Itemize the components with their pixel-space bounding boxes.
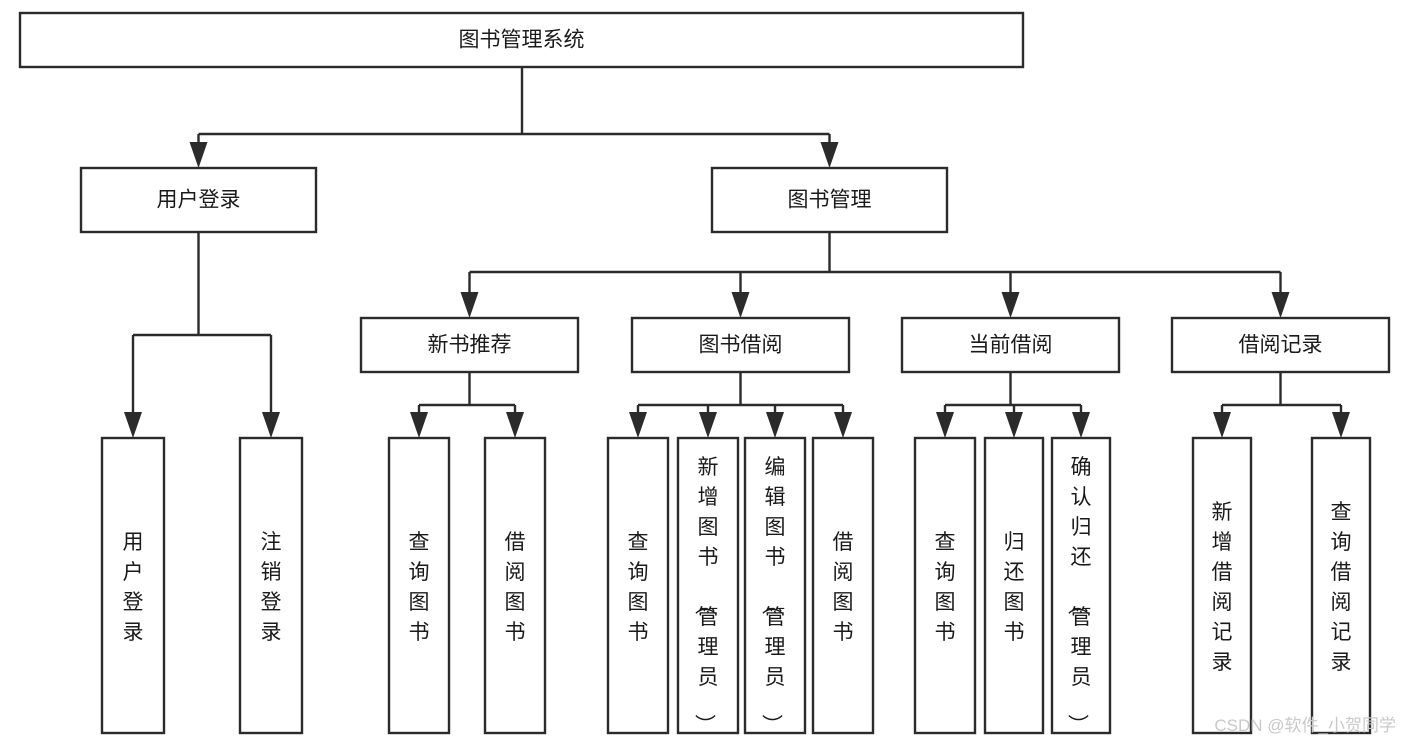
node-leaf-user-login[interactable]: 用户登录 xyxy=(100,436,166,735)
node-label-leaf-confirm-return: 确认归还（管理员） xyxy=(1066,456,1092,735)
node-leaf-query-book-recommend[interactable]: 查询图书 xyxy=(387,436,451,735)
arrow-to-leaf-logout-head xyxy=(262,412,280,438)
node-label-borrow-record: 借阅记录 xyxy=(1239,334,1323,357)
node-leaf-query-borrow-record[interactable]: 查询借阅记录 xyxy=(1310,436,1372,735)
node-box-leaf-confirm-return xyxy=(1050,436,1112,735)
node-box-book-manage xyxy=(710,166,949,234)
arrow-to-leaf-add-book-head xyxy=(699,412,717,438)
node-label-leaf-return-book: 归还图书 xyxy=(1004,531,1025,644)
arrow-to-leaf-user-login-head xyxy=(124,412,142,438)
arrow-to-leaf-return-book-head xyxy=(1005,412,1023,438)
node-label-leaf-borrow-book-recommend: 借阅图书 xyxy=(505,531,526,644)
node-box-user-login xyxy=(79,166,318,234)
node-label-book-manage: 图书管理 xyxy=(788,189,872,212)
node-box-current-borrow xyxy=(900,316,1121,374)
node-box-leaf-user-login xyxy=(100,436,166,735)
arrow-to-book-borrow-head xyxy=(731,292,750,318)
node-label-leaf-query-book-current: 查询图书 xyxy=(935,531,956,644)
node-label-book-borrow: 图书借阅 xyxy=(699,334,783,357)
arrow-to-leaf-edit-book-head xyxy=(766,412,784,438)
node-book-borrow[interactable]: 图书借阅 xyxy=(630,316,851,374)
node-box-leaf-logout xyxy=(238,436,304,735)
node-leaf-logout[interactable]: 注销登录 xyxy=(238,436,304,735)
node-box-borrow-record xyxy=(1170,316,1391,374)
node-leaf-query-book-borrow[interactable]: 查询图书 xyxy=(606,436,670,735)
node-label-leaf-query-book-borrow: 查询图书 xyxy=(628,531,649,644)
node-new-book-recommend[interactable]: 新书推荐 xyxy=(359,316,580,374)
node-box-book-borrow xyxy=(630,316,851,374)
node-label-root: 图书管理系统 xyxy=(459,29,585,52)
node-box-leaf-query-borrow-record xyxy=(1310,436,1372,735)
node-box-leaf-return-book xyxy=(983,436,1045,735)
node-label-leaf-add-book: 新增图书（管理员） xyxy=(693,456,719,735)
node-box-leaf-borrow-book-recommend xyxy=(483,436,547,735)
node-label-leaf-query-book-recommend: 查询图书 xyxy=(409,531,430,644)
arrow-to-leaf-query-book-recommend-head xyxy=(410,412,428,438)
node-box-new-book-recommend xyxy=(359,316,580,374)
node-leaf-confirm-return[interactable]: 确认归还（管理员） xyxy=(1050,436,1112,735)
arrow-to-current-borrow-head xyxy=(1001,292,1020,318)
node-leaf-edit-book[interactable]: 编辑图书（管理员） xyxy=(743,436,807,735)
arrow-to-leaf-query-borrow-record-head xyxy=(1332,412,1350,438)
node-box-leaf-query-book-current xyxy=(913,436,977,735)
arrow-to-leaf-borrow-book-recommend-head xyxy=(506,412,524,438)
node-current-borrow[interactable]: 当前借阅 xyxy=(900,316,1121,374)
node-leaf-borrow-book-recommend[interactable]: 借阅图书 xyxy=(483,436,547,735)
node-leaf-add-borrow-record[interactable]: 新增借阅记录 xyxy=(1191,436,1253,735)
node-box-leaf-query-book-borrow xyxy=(606,436,670,735)
arrow-to-leaf-query-book-borrow-head xyxy=(629,412,647,438)
connector-layer xyxy=(124,67,1350,438)
node-leaf-return-book[interactable]: 归还图书 xyxy=(983,436,1045,735)
node-user-login[interactable]: 用户登录 xyxy=(79,166,318,234)
node-box-leaf-edit-book xyxy=(743,436,807,735)
arrow-to-leaf-borrow-book-head xyxy=(834,412,852,438)
node-box-leaf-add-book xyxy=(676,436,740,735)
arrow-to-user-login-head xyxy=(189,142,208,168)
node-label-leaf-query-borrow-record: 查询借阅记录 xyxy=(1331,501,1352,674)
node-box-leaf-borrow-book xyxy=(811,436,875,735)
arrow-to-book-manage-head xyxy=(820,142,839,168)
node-label-leaf-edit-book: 编辑图书（管理员） xyxy=(760,456,786,735)
csdn-watermark: CSDN @软件_小贺同学 xyxy=(1214,716,1396,735)
node-label-user-login: 用户登录 xyxy=(157,189,241,212)
node-box-leaf-query-book-recommend xyxy=(387,436,451,735)
node-label-current-borrow: 当前借阅 xyxy=(969,334,1053,357)
node-label-leaf-logout: 注销登录 xyxy=(261,531,282,644)
node-leaf-add-book[interactable]: 新增图书（管理员） xyxy=(676,436,740,735)
arrow-to-leaf-confirm-return-head xyxy=(1072,412,1090,438)
arrow-to-borrow-record-head xyxy=(1271,292,1290,318)
node-label-leaf-user-login: 用户登录 xyxy=(123,531,144,644)
node-layer: 图书管理系统用户登录图书管理新书推荐图书借阅当前借阅借阅记录用户登录注销登录查询… xyxy=(18,11,1391,735)
node-book-manage[interactable]: 图书管理 xyxy=(710,166,949,234)
arrow-to-new-book-recommend-head xyxy=(460,292,479,318)
node-label-leaf-borrow-book: 借阅图书 xyxy=(833,531,854,644)
node-label-new-book-recommend: 新书推荐 xyxy=(428,334,512,357)
node-leaf-query-book-current[interactable]: 查询图书 xyxy=(913,436,977,735)
node-borrow-record[interactable]: 借阅记录 xyxy=(1170,316,1391,374)
node-label-leaf-add-borrow-record: 新增借阅记录 xyxy=(1212,501,1233,674)
node-root[interactable]: 图书管理系统 xyxy=(18,11,1025,69)
arrow-to-leaf-query-book-current-head xyxy=(936,412,954,438)
arrow-to-leaf-add-borrow-record-head xyxy=(1213,412,1231,438)
node-box-root xyxy=(18,11,1025,69)
node-box-leaf-add-borrow-record xyxy=(1191,436,1253,735)
node-leaf-borrow-book[interactable]: 借阅图书 xyxy=(811,436,875,735)
